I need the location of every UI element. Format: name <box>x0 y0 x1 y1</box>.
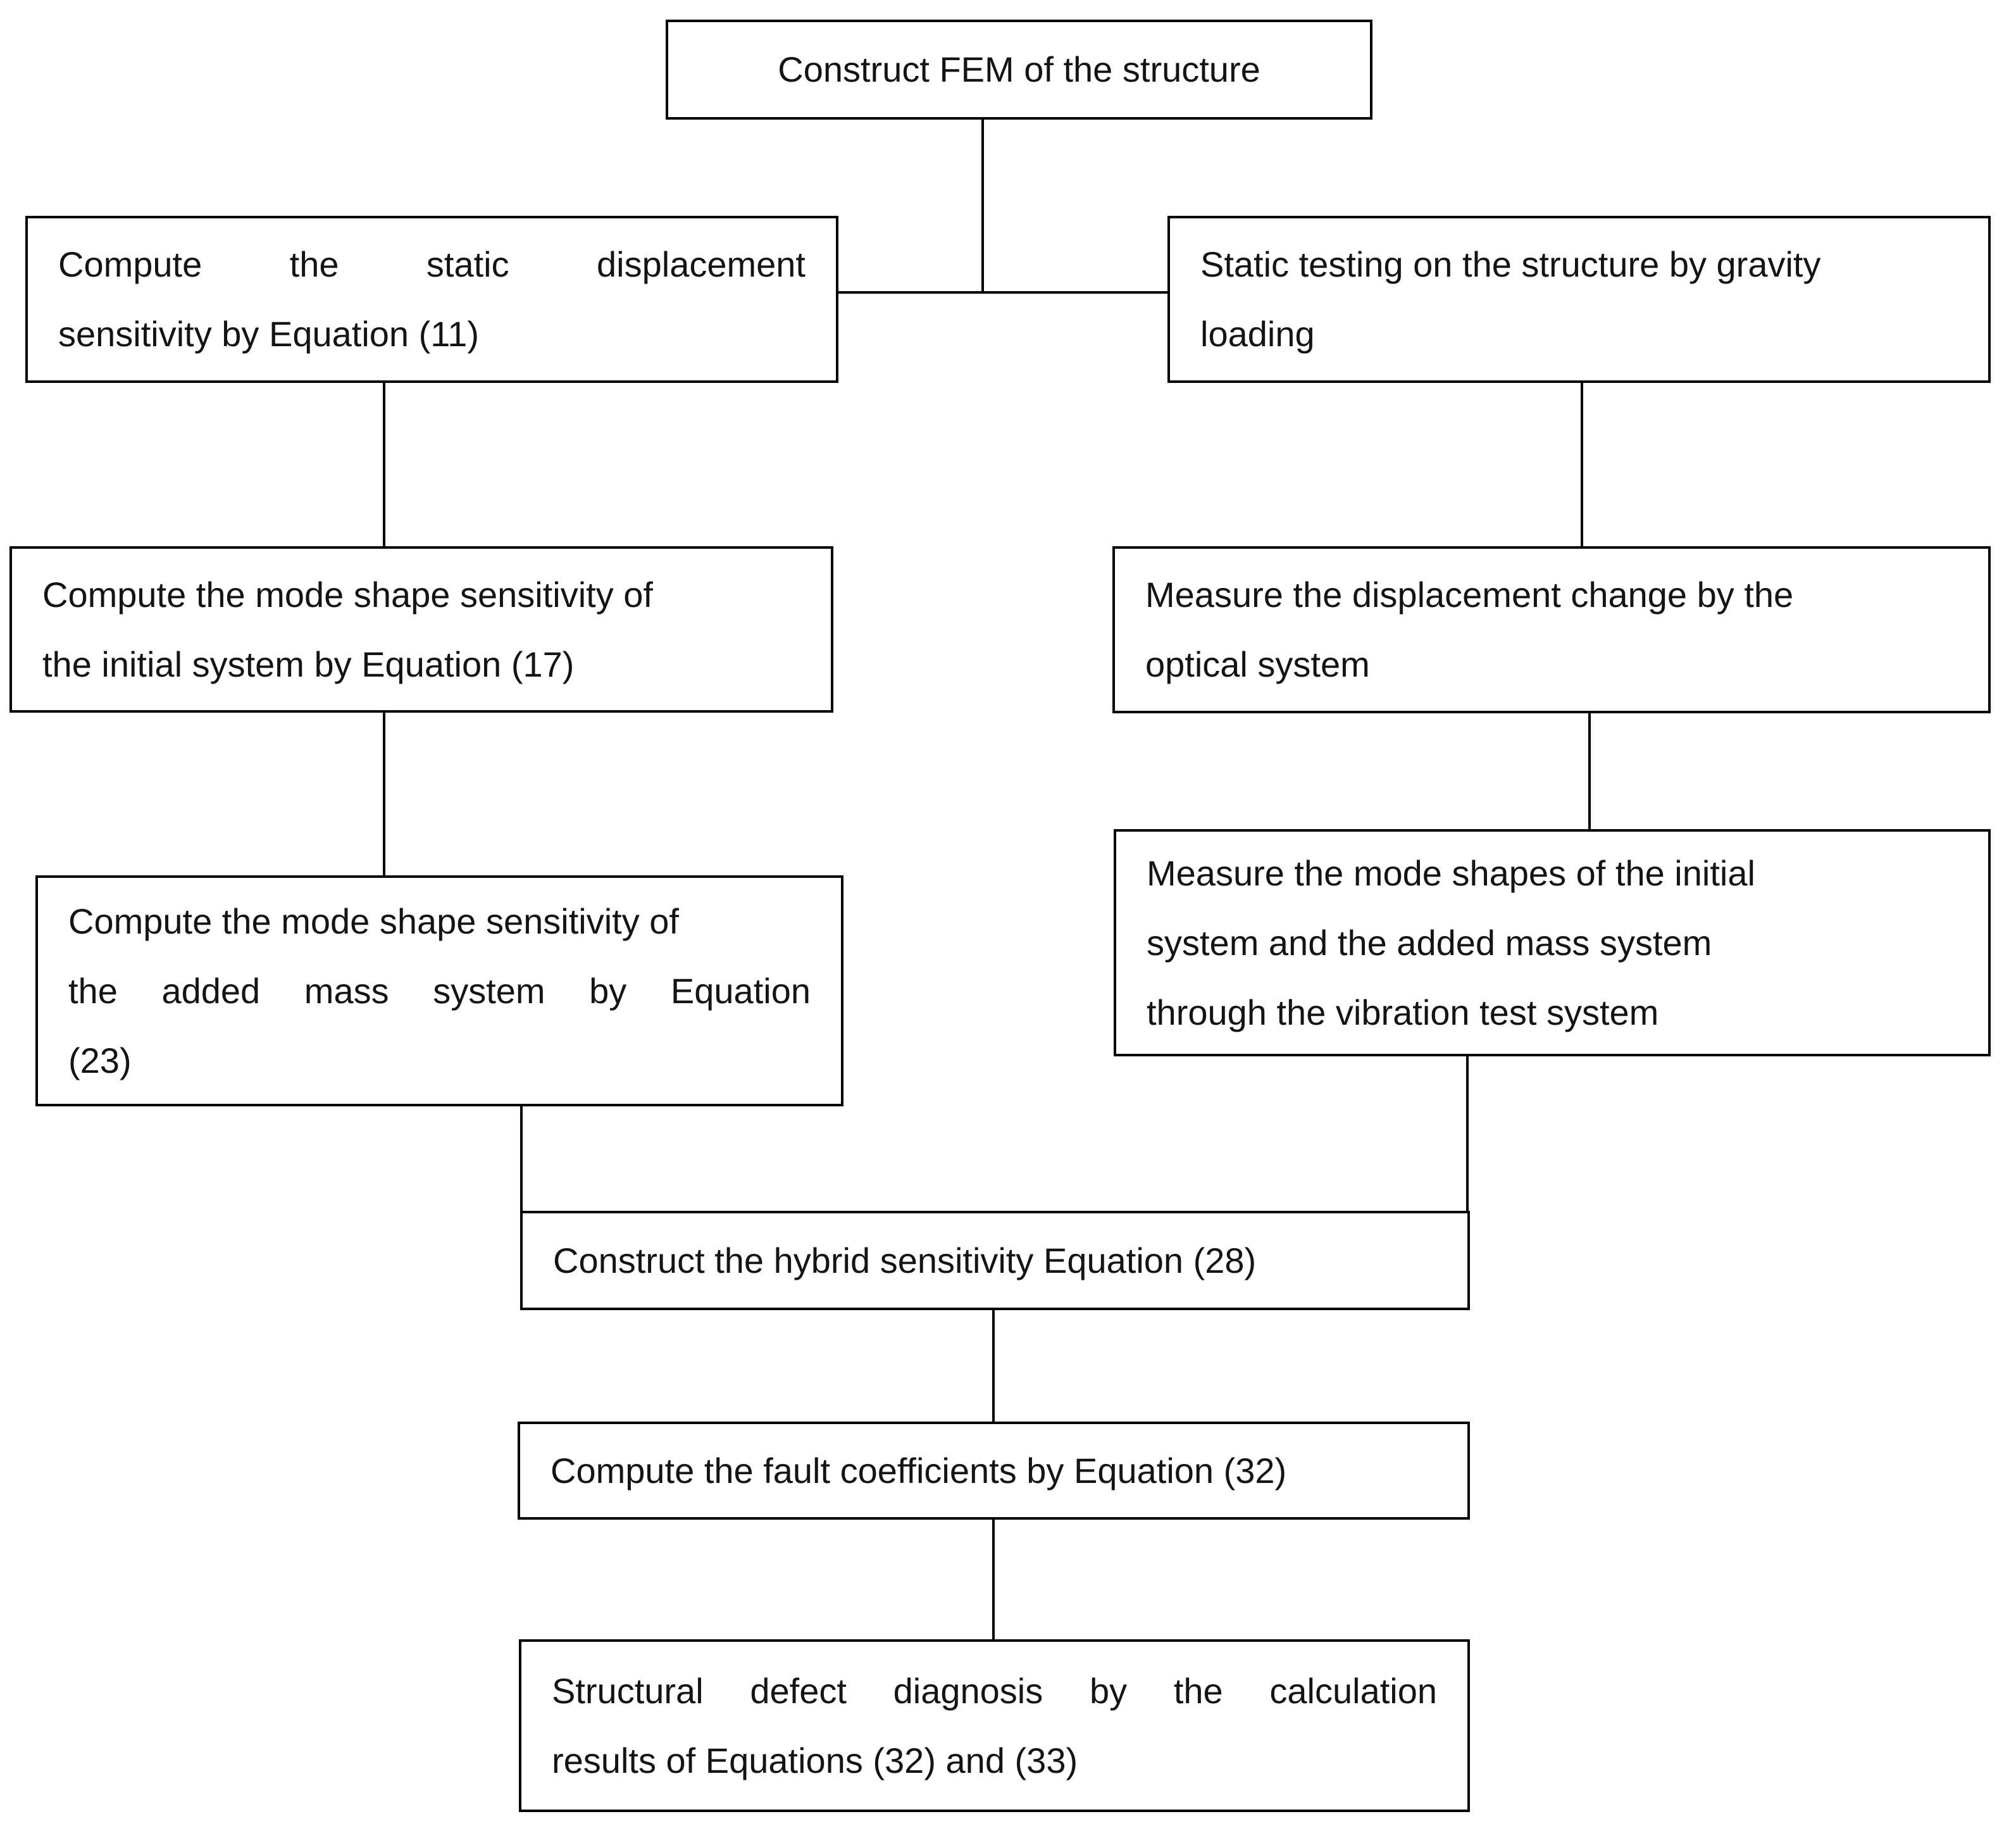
step-label-line: through the vibration test system <box>1147 992 1659 1032</box>
step-fault-coefficients: Compute the fault coefficients by Equati… <box>518 1422 1470 1520</box>
connector-fem-to-branch <box>981 120 984 294</box>
step-mode-shape-sensitivity-initial: Compute the mode shape sensitivity of th… <box>9 546 833 713</box>
step-label-line: Measure the mode shapes of the initial <box>1147 853 1755 893</box>
step-construct-fem: Construct FEM of the structure <box>666 20 1372 120</box>
step-label-line: Measure the displacement change by the <box>1145 575 1794 615</box>
connector-mode-shapes-to-hybrid <box>1466 1056 1469 1212</box>
step-hybrid-sensitivity: Construct the hybrid sensitivity Equatio… <box>520 1211 1470 1310</box>
step-label-line: Static testing on the structure by gravi… <box>1200 244 1821 284</box>
connector-mode-initial-to-added-mass <box>383 713 385 875</box>
step-label-line: results of Equations (32) and (33) <box>552 1740 1078 1780</box>
step-measure-displacement-change: Measure the displacement change by the o… <box>1112 546 1991 713</box>
step-label-line: (23) <box>68 1040 132 1080</box>
step-measure-mode-shapes: Measure the mode shapes of the initial s… <box>1114 829 1991 1056</box>
step-label: Construct FEM of the structure <box>778 49 1260 89</box>
step-label-line: system and the added mass system <box>1147 922 1712 963</box>
connector-hybrid-to-fault <box>992 1310 995 1423</box>
step-label-line: Structural defect diagnosis by the calcu… <box>552 1670 1437 1711</box>
connector-fault-to-diagnosis <box>992 1520 995 1641</box>
step-defect-diagnosis: Structural defect diagnosis by the calcu… <box>519 1639 1470 1812</box>
step-label-line: sensitivity by Equation (11) <box>58 314 480 354</box>
step-static-testing: Static testing on the structure by gravi… <box>1167 216 1991 383</box>
step-label-line: the added mass system by Equation <box>68 970 811 1011</box>
connector-branch-horizontal <box>838 291 1167 294</box>
connector-static-sens-to-mode-initial <box>383 383 385 546</box>
step-mode-shape-sensitivity-added-mass: Compute the mode shape sensitivity of th… <box>35 875 843 1106</box>
step-label-line: optical system <box>1145 644 1370 684</box>
step-label-line: Compute the static displacement <box>58 244 806 284</box>
connector-added-mass-to-hybrid <box>520 1106 523 1212</box>
connector-displacement-to-mode-shapes <box>1588 713 1591 829</box>
step-static-displacement-sensitivity: Compute the static displacement sensitiv… <box>25 216 838 383</box>
connector-static-test-to-displacement <box>1581 383 1583 546</box>
step-label-line: Compute the mode shape sensitivity of <box>68 901 679 941</box>
step-label-line: the initial system by Equation (17) <box>42 644 575 684</box>
step-label: Construct the hybrid sensitivity Equatio… <box>553 1240 1257 1280</box>
step-label-line: Compute the mode shape sensitivity of <box>42 574 653 615</box>
step-label: Compute the fault coefficients by Equati… <box>551 1450 1287 1491</box>
step-label-line: loading <box>1200 314 1315 354</box>
